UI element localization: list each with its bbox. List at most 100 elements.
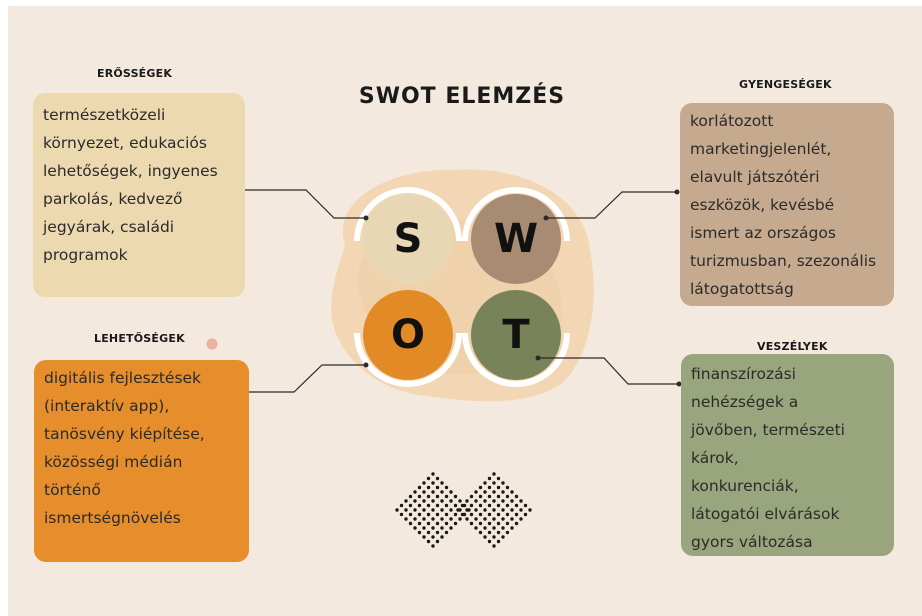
pattern-dot [496, 530, 501, 535]
pattern-dot [474, 508, 478, 512]
pattern-dot [408, 521, 413, 526]
threats-line: jövőben, természeti [691, 421, 845, 439]
pattern-dot [444, 512, 449, 517]
pattern-dot [478, 530, 483, 535]
pattern-dot [444, 530, 449, 535]
pattern-dot [440, 481, 444, 485]
pattern-dot [435, 539, 440, 544]
pattern-dot [483, 526, 487, 530]
pattern-dot [460, 512, 465, 517]
pattern-dot [469, 521, 474, 526]
pattern-dot [435, 512, 440, 517]
weaknesses-line: korlátozott [690, 112, 774, 130]
threats-box: finanszírozási nehézségek a jövőben, ter… [681, 354, 894, 556]
pattern-dot [487, 530, 492, 535]
weaknesses-line: ismert az országos [690, 224, 836, 242]
pattern-dot [487, 521, 492, 526]
pattern-dot [505, 521, 510, 526]
page-title: SWOT ELEMZÉS [358, 84, 566, 109]
decor-dot [206, 338, 218, 350]
pattern-dot [431, 535, 435, 539]
pattern-dot [440, 499, 444, 503]
pattern-dot [431, 490, 435, 494]
pattern-dot [413, 490, 417, 494]
pattern-dot [487, 485, 492, 490]
pattern-dot [456, 508, 460, 512]
pattern-dot [483, 490, 487, 494]
pattern-dot [469, 503, 474, 508]
pattern-dot [426, 503, 431, 508]
pattern-dot [417, 494, 422, 499]
pattern-dot [404, 517, 408, 521]
pattern-dot [496, 485, 501, 490]
pattern-dot [431, 481, 435, 485]
pattern-dot [510, 490, 514, 494]
pattern-dot [514, 503, 519, 508]
pattern-dot [458, 499, 462, 503]
pattern-dot [413, 517, 417, 521]
pattern-dot [474, 526, 478, 530]
pattern-dot [523, 503, 528, 508]
pattern-dot [474, 490, 478, 494]
pattern-dot [492, 526, 496, 530]
pattern-dot [514, 494, 519, 499]
pattern-dot [469, 494, 474, 499]
pattern-dot [426, 521, 431, 526]
pattern-dot [474, 517, 478, 521]
letter-t: T [502, 312, 530, 358]
weaknesses-line: turizmusban, szezonális [690, 252, 877, 270]
strengths-box: természetközeli környezet, edukaciós leh… [33, 93, 245, 297]
circle-rings [354, 187, 570, 387]
pattern-dot [408, 494, 413, 499]
pattern-dot [505, 485, 510, 490]
strengths-line: természetközeli [43, 106, 166, 124]
letter-s: S [393, 216, 423, 262]
pattern-dot [487, 476, 492, 481]
pattern-dot [417, 512, 422, 517]
pattern-dot [422, 517, 426, 521]
weaknesses-line: elavult játszótéri [690, 168, 820, 186]
pattern-dot [395, 508, 399, 512]
pattern-dot [417, 521, 422, 526]
pattern-dot [422, 490, 426, 494]
pattern-dot [444, 494, 449, 499]
pattern-dot [444, 503, 449, 508]
pattern-dot [435, 485, 440, 490]
pattern-dot [426, 539, 431, 544]
pattern-dot [492, 472, 496, 476]
pattern-dot [483, 535, 487, 539]
pattern-dot [501, 517, 505, 521]
circle-w [471, 194, 561, 284]
weaknesses-line: látogatottság [690, 280, 794, 298]
pattern-dot [496, 476, 501, 481]
pattern-dot [399, 503, 404, 508]
pattern-dot [519, 499, 523, 503]
pattern-dot [465, 517, 469, 521]
weaknesses-box: korlátozott marketingjelenlét, elavult j… [680, 103, 894, 306]
pattern-dot [408, 512, 413, 517]
pattern-dot [440, 508, 444, 512]
pattern-dot [496, 503, 501, 508]
pattern-dot [431, 472, 435, 476]
pattern-dot [519, 508, 523, 512]
label-strengths: ERŐSSÉGEK [97, 67, 173, 80]
pattern-dot [496, 512, 501, 517]
pattern-dot [422, 508, 426, 512]
pattern-dot [478, 512, 483, 517]
pattern-dot [510, 517, 514, 521]
pattern-dot [453, 512, 458, 517]
pattern-dot [449, 499, 453, 503]
pattern-dot [465, 499, 469, 503]
pattern-dot [417, 503, 422, 508]
pattern-dot [413, 508, 417, 512]
opportunities-line: közösségi médián [44, 453, 183, 471]
pattern-dot [413, 526, 417, 530]
pattern-dot [422, 535, 426, 539]
pattern-dot [492, 508, 496, 512]
threats-line: nehézségek a [691, 393, 799, 411]
pattern-dot [496, 539, 501, 544]
pattern-dot [469, 512, 474, 517]
threats-line: finanszírozási [691, 365, 796, 383]
pattern-dot [449, 526, 453, 530]
